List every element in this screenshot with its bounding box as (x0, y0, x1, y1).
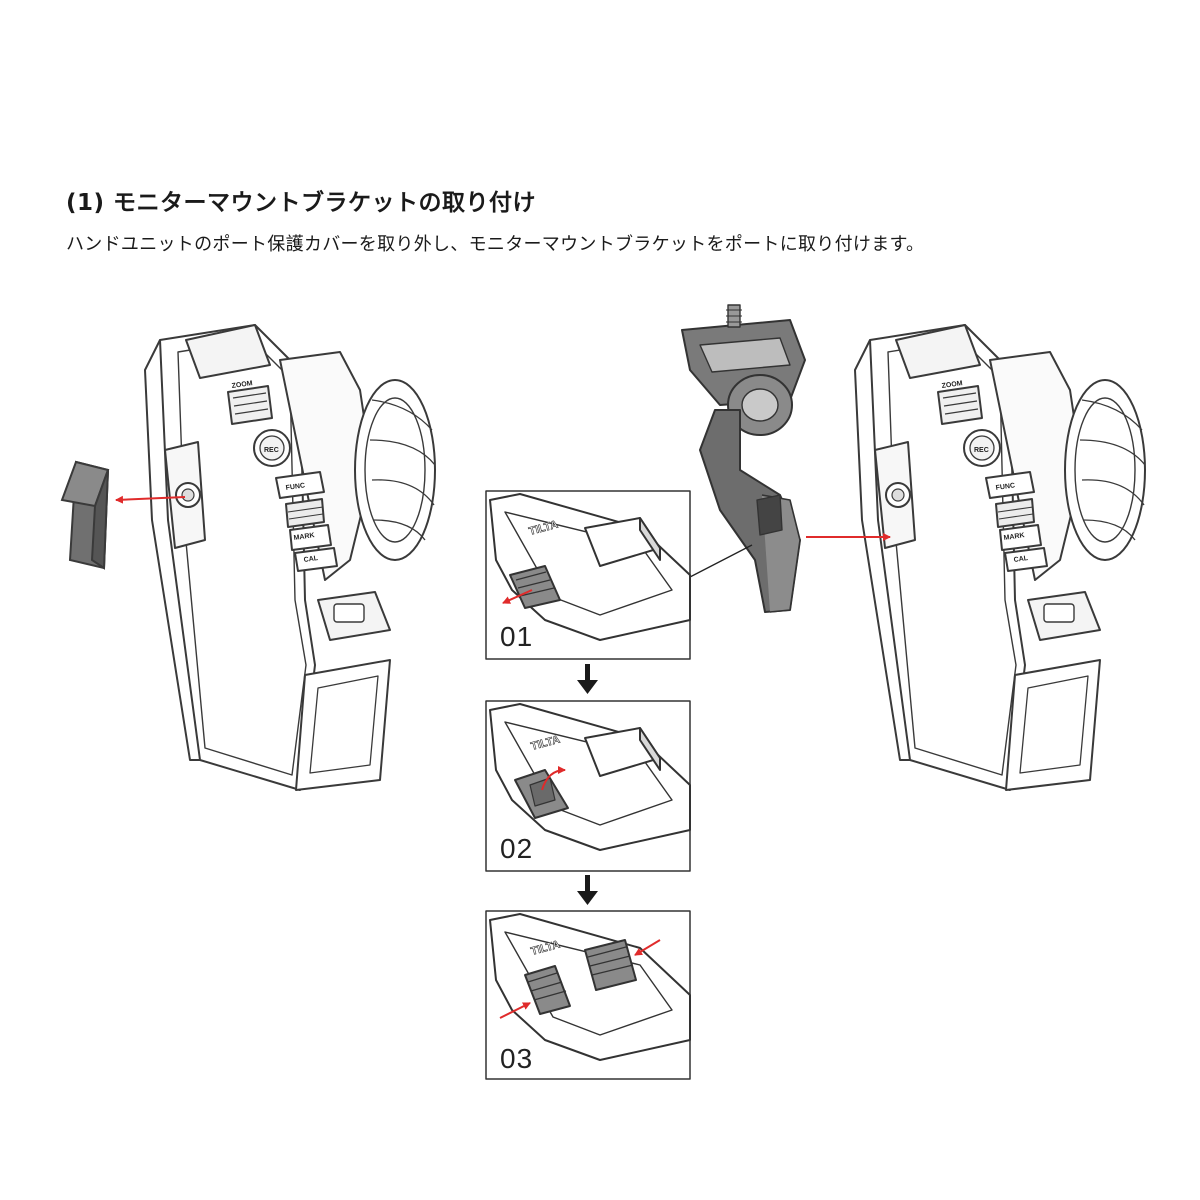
func-label-right: FUNC (995, 482, 1015, 492)
cal-label: CAL (303, 555, 319, 564)
section-heading: (1) モニターマウントブラケットの取り付け (66, 190, 537, 216)
step-arrow-down-2 (577, 875, 598, 905)
port-protection-cover (60, 460, 110, 570)
step-arrow-down-1 (577, 664, 598, 694)
monitor-mount-bracket (681, 304, 806, 613)
func-label: FUNC (285, 482, 305, 492)
step-label-03: 03 (500, 1043, 534, 1074)
step-panel-01 (485, 490, 691, 660)
zoom-label: ZOOM (231, 380, 253, 390)
zoom-label-right: ZOOM (941, 380, 963, 390)
cal-label-right: CAL (1013, 555, 1029, 564)
callout-line (689, 544, 753, 578)
mark-label: MARK (293, 532, 315, 542)
mark-label-right: MARK (1003, 532, 1025, 542)
rec-label-right: REC (974, 447, 989, 454)
step-label-01: 01 (500, 621, 534, 652)
remove-cover-arrow (115, 495, 186, 504)
step-label-02: 02 (500, 833, 534, 864)
hand-unit-right (854, 324, 1146, 791)
hand-unit-left (144, 324, 436, 791)
step-panel-03 (485, 910, 691, 1080)
step-panel-02 (485, 700, 691, 872)
rec-label: REC (264, 447, 279, 454)
section-description: ハンドユニットのポート保護カバーを取り外し、モニターマウントブラケットをポートに… (66, 234, 925, 255)
